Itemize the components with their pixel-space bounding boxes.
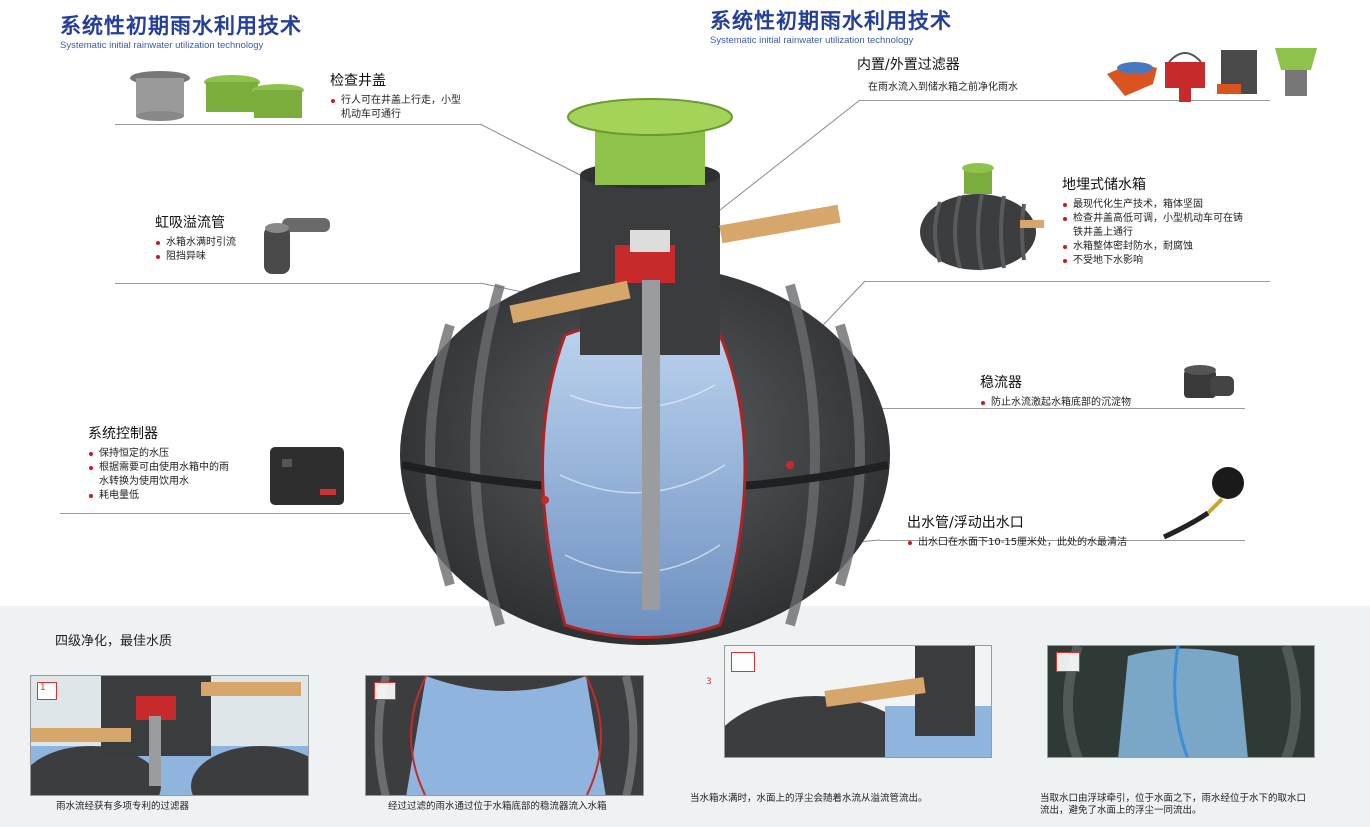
purification-heading: 四级净化，最佳水质	[55, 634, 173, 649]
panel-3-caption: 当水箱水满时，水面上的浮尘会随着水流从溢流管流出。	[690, 793, 928, 804]
left-title-en: Systematic initial rainwater utilization…	[60, 40, 264, 51]
tank-product-image	[920, 162, 1050, 276]
panel-3-outside-number: 3	[706, 677, 712, 687]
feature-tank: 地埋式储水箱 最现代化生产技术，箱体坚固 检查井盖高低可调，小型机动车可在铸 铁…	[1062, 174, 1243, 268]
right-header: 系统性初期雨水利用技术 Systematic initial rainwater…	[710, 5, 952, 46]
cover-bullet-1: 行人可在井盖上行走，小型	[330, 94, 461, 108]
panel-3-number	[731, 652, 755, 672]
rule-siphon	[115, 283, 480, 284]
rule-filter	[860, 100, 1270, 101]
rule-outlet	[880, 540, 1245, 541]
panel-4-caption-line-2: 流出，避免了水面上的浮尘一同流出。	[1040, 805, 1202, 816]
rule-stabilizer	[880, 408, 1245, 409]
siphon-title: 虹吸溢流管	[155, 215, 225, 231]
panel-4-caption: 当取水口由浮球牵引，位于水面之下，雨水经位于水下的取水口 流出，避免了水面上的浮…	[1040, 793, 1306, 817]
feature-outlet: 出水管/浮动出水口 出水口在水面下10-15厘米处，此处的水最清洁	[907, 512, 1127, 550]
controller-bullet-1: 保持恒定的水压	[88, 447, 229, 461]
siphon-bullet-1: 水箱水满时引流	[155, 236, 236, 250]
feature-filter: 内置/外置过滤器 在雨水流入到储水箱之前净化雨水	[857, 54, 1018, 93]
tank-bullet-1: 最现代化生产技术，箱体坚固	[1062, 198, 1243, 212]
purification-panel-1: 1	[30, 675, 309, 796]
feature-cover: 检查井盖 行人可在井盖上行走，小型 机动车可通行	[330, 70, 461, 122]
stabilizer-bullet-1: 防止水流激起水箱底部的沉淀物	[980, 396, 1131, 410]
cover-bullet-2: 机动车可通行	[341, 109, 401, 120]
left-header: 系统性初期雨水利用技术 Systematic initial rainwater…	[60, 10, 302, 51]
tank-illustration	[400, 98, 890, 645]
siphon-product-image	[260, 210, 335, 284]
filter-title: 内置/外置过滤器	[857, 57, 960, 73]
outlet-bullet-1: 出水口在水面下10-15厘米处，此处的水最清洁	[907, 536, 1127, 550]
outlet-product-image	[1160, 465, 1250, 549]
rule-tank	[865, 281, 1270, 282]
right-title-en: Systematic initial rainwater utilization…	[710, 35, 914, 46]
cover-title: 检查井盖	[330, 73, 386, 89]
stabilizer-title: 稳流器	[980, 375, 1022, 391]
purification-panel-4	[1047, 645, 1315, 758]
outlet-title: 出水管/浮动出水口	[907, 515, 1024, 531]
tank-bullet-2: 检查井盖高低可调，小型机动车可在铸	[1062, 212, 1243, 226]
siphon-bullet-2: 阻挡异味	[155, 250, 236, 264]
feature-controller: 系统控制器 保持恒定的水压 根据需要可由使用水箱中的雨 水转换为使用饮用水 耗电…	[88, 423, 229, 503]
tank-title: 地埋式储水箱	[1062, 177, 1146, 193]
purification-panel-3	[724, 645, 992, 758]
feature-siphon: 虹吸溢流管 水箱水满时引流 阻挡异味	[155, 212, 236, 264]
rule-controller	[60, 513, 410, 514]
feature-stabilizer: 稳流器 防止水流激起水箱底部的沉淀物	[980, 372, 1131, 410]
tank-bullet-4: 水箱整体密封防水，耐腐蚀	[1062, 240, 1243, 254]
cover-product-image	[130, 70, 310, 129]
tank-bullet-3: 铁井盖上通行	[1073, 227, 1133, 238]
purification-panel-2	[365, 675, 644, 796]
filter-note: 在雨水流入到储水箱之前净化雨水	[868, 82, 1018, 93]
panel-1-caption: 雨水流经获有多项专利的过滤器	[56, 801, 190, 812]
filter-product-images	[1105, 44, 1320, 110]
panel-4-number	[1056, 652, 1080, 672]
rule-cover	[115, 124, 480, 125]
panel-2-caption: 经过过滤的雨水通过位于水箱底部的稳流器流入水箱	[388, 801, 607, 812]
panel-2-number	[374, 682, 396, 700]
tank-bullet-5: 不受地下水影响	[1062, 254, 1243, 268]
controller-bullet-4: 耗电量低	[88, 489, 229, 503]
controller-bullet-2: 根据需要可由使用水箱中的雨	[88, 461, 229, 475]
left-title-cn: 系统性初期雨水利用技术	[60, 14, 302, 38]
controller-product-image	[268, 443, 348, 512]
panel-4-caption-line-1: 当取水口由浮球牵引，位于水面之下，雨水经位于水下的取水口	[1040, 793, 1307, 804]
controller-title: 系统控制器	[88, 426, 158, 442]
right-title-cn: 系统性初期雨水利用技术	[710, 9, 952, 33]
panel-1-number: 1	[37, 682, 57, 700]
controller-bullet-3: 水转换为使用饮用水	[99, 476, 189, 487]
stabilizer-product-image	[1180, 360, 1240, 409]
